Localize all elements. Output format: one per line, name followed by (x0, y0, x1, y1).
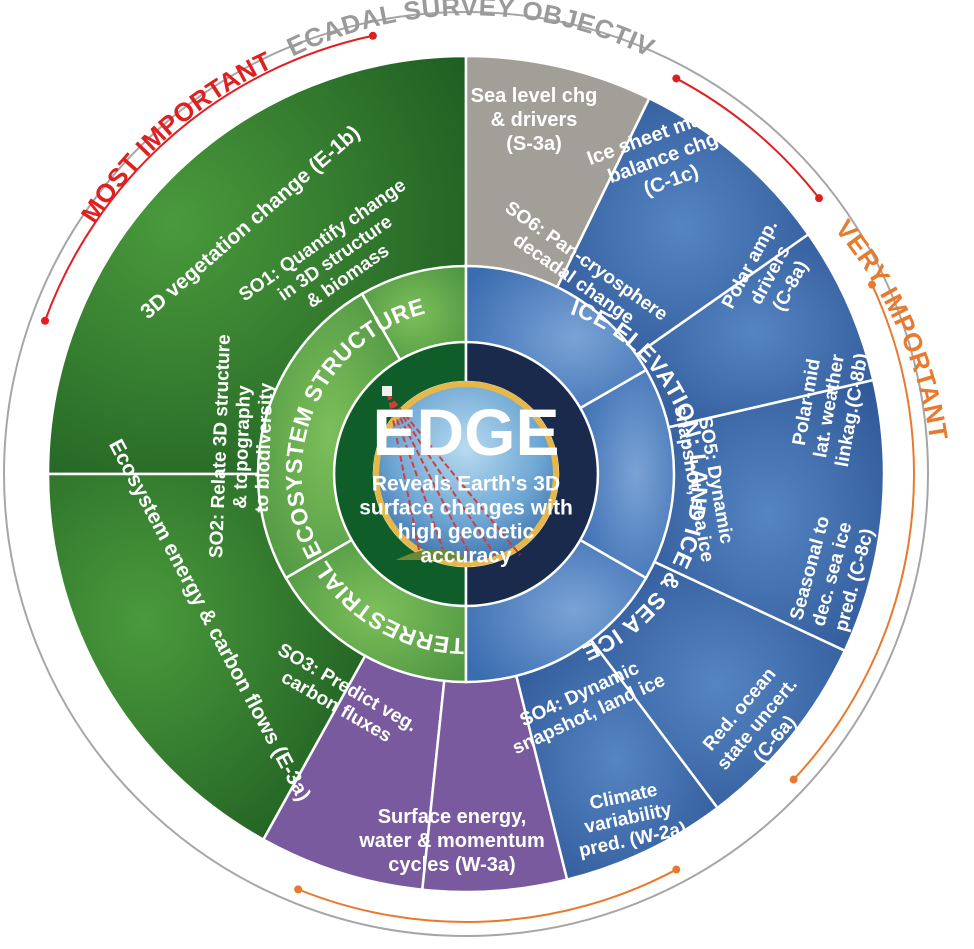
ring-marker-dot (368, 31, 377, 40)
edge-subtitle-line: accuracy (420, 545, 511, 568)
ring-marker-dot (672, 865, 681, 874)
laser-beam (387, 393, 421, 556)
ring-marker-dot (41, 316, 50, 325)
decadal-objective-s3a: Sea level chg& drivers(S-3a) (471, 85, 598, 155)
ring-marker-dot (868, 280, 877, 289)
ring-marker-dot (672, 74, 681, 83)
decadal-objective-c8b: Polar-midlat. weatherlinkag.(C-8b) (786, 344, 872, 469)
terrain-shape (396, 549, 470, 560)
very-important-arc-bottom (297, 868, 677, 923)
ring-marker-dot (789, 775, 798, 784)
most-important-arc (44, 34, 374, 322)
science-objective-ring (256, 264, 676, 684)
most-important-arc-top (675, 77, 820, 199)
edge-title: EDGE (372, 395, 559, 469)
laser-beam (387, 393, 521, 556)
laser-beam (387, 393, 471, 556)
edge-subtitle-line: Reveals Earth's 3D (372, 473, 560, 496)
edge-subtitle-line: surface changes with (359, 497, 573, 520)
laser-beam (387, 393, 496, 556)
ring-marker-dot (815, 194, 824, 203)
edge-subtitle-line: high geodetic (398, 521, 535, 544)
center-disc (379, 387, 553, 561)
satellite-icon (382, 386, 392, 396)
ring-marker-dot (294, 885, 303, 894)
very-important-arc (792, 284, 915, 781)
laser-beam (387, 393, 446, 556)
